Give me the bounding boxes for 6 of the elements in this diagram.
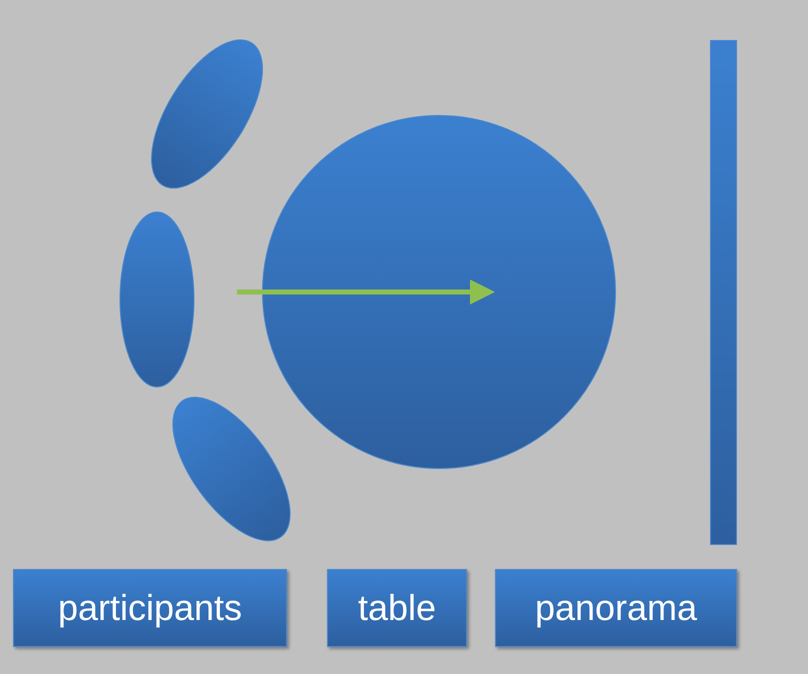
panorama-bar: [710, 40, 737, 545]
caption-box: table: [327, 569, 467, 647]
caption-box: participants: [13, 569, 287, 647]
participant-ellipse: [119, 211, 195, 388]
caption-box: panorama: [495, 569, 737, 647]
arrow: [237, 280, 495, 304]
